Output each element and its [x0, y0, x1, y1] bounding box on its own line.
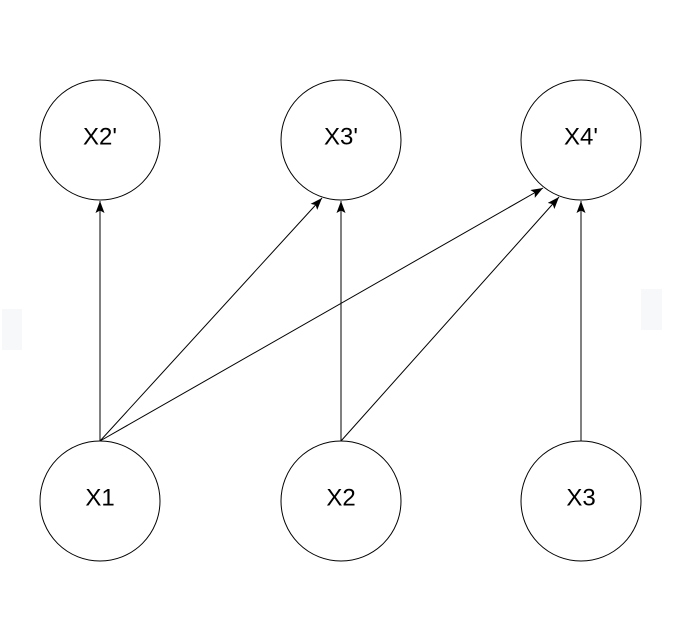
edge-layer — [95, 187, 586, 442]
node-x4-prime: X4' — [520, 79, 642, 201]
node-label-x1: X1 — [85, 485, 114, 512]
node-circle-x1 — [39, 440, 161, 562]
edge-artifacts — [2, 289, 662, 350]
node-x3-prime: X3' — [280, 79, 402, 201]
node-circle-x2-prime — [39, 79, 161, 201]
node-layer: X2' X3' X4' X1 X2 X3 — [39, 79, 642, 562]
node-label-x3: X3 — [566, 485, 595, 512]
node-x2-prime: X2' — [39, 79, 161, 201]
edge-artifact-left — [2, 309, 22, 350]
node-label-x2: X2 — [326, 485, 355, 512]
edge-x1-to-x3-prime — [99, 197, 323, 442]
node-circle-x2 — [280, 440, 402, 562]
node-label-x4-prime: X4' — [564, 124, 598, 151]
node-x2: X2 — [280, 440, 402, 562]
node-label-x2-prime: X2' — [83, 124, 117, 151]
node-circle-x3 — [520, 440, 642, 562]
node-x3: X3 — [520, 440, 642, 562]
node-circle-x4-prime — [520, 79, 642, 201]
node-circle-x3-prime — [280, 79, 402, 201]
node-label-x3-prime: X3' — [324, 124, 358, 151]
node-x1: X1 — [39, 440, 161, 562]
edge-artifact-right — [641, 289, 662, 330]
edge-x2-to-x4-prime — [340, 196, 560, 442]
edge-x1-to-x4-prime — [99, 187, 544, 442]
